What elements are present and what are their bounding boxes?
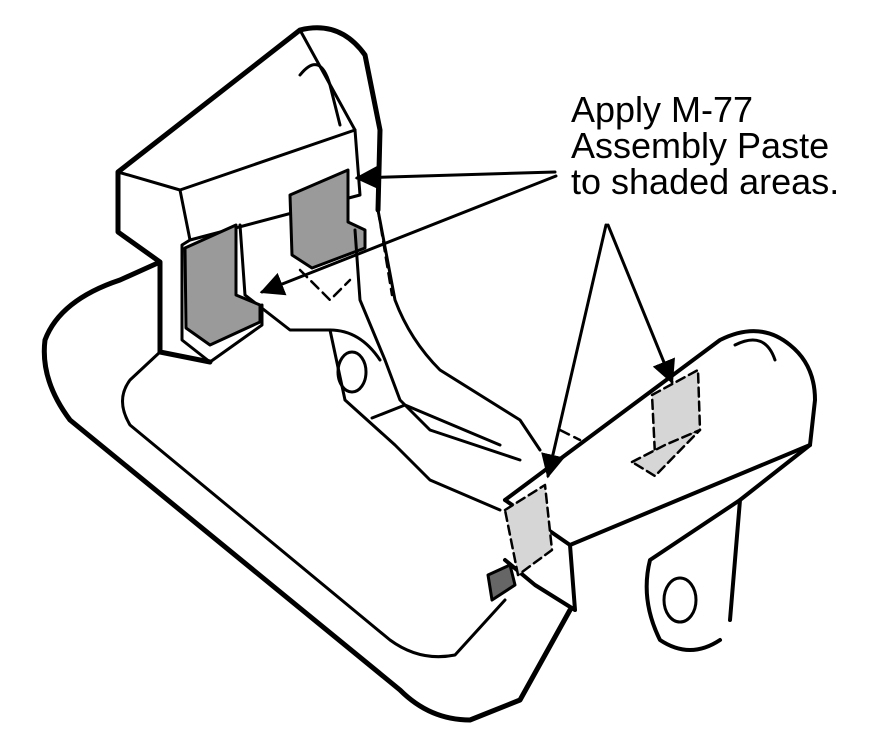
- mounting-hole-outer: [662, 576, 698, 624]
- callout-line-1: Apply M-77: [571, 89, 754, 130]
- arrow-to-lower-left-pad: [541, 223, 608, 479]
- bracket-frame: [41, 25, 573, 723]
- upper-abutment: [116, 28, 382, 364]
- shaded-area-upper: [183, 168, 367, 347]
- mounting-hole-inner: [336, 350, 368, 394]
- lower-abutment: [503, 329, 817, 652]
- arrow-to-upper-right-pad: [354, 165, 557, 190]
- leader-arrows: [259, 165, 675, 479]
- arrow-to-lower-right-pad: [606, 223, 675, 385]
- callout-text: Apply M-77 Assembly Paste to shaded area…: [571, 92, 839, 200]
- callout-line-2: Assembly Paste: [571, 125, 830, 166]
- shaded-area-lower: [486, 368, 702, 602]
- arrow-to-upper-left-pad: [259, 174, 558, 296]
- hidden-edges: [298, 208, 582, 442]
- inner-rail: [328, 208, 542, 512]
- callout-line-3: to shaded areas.: [571, 161, 840, 202]
